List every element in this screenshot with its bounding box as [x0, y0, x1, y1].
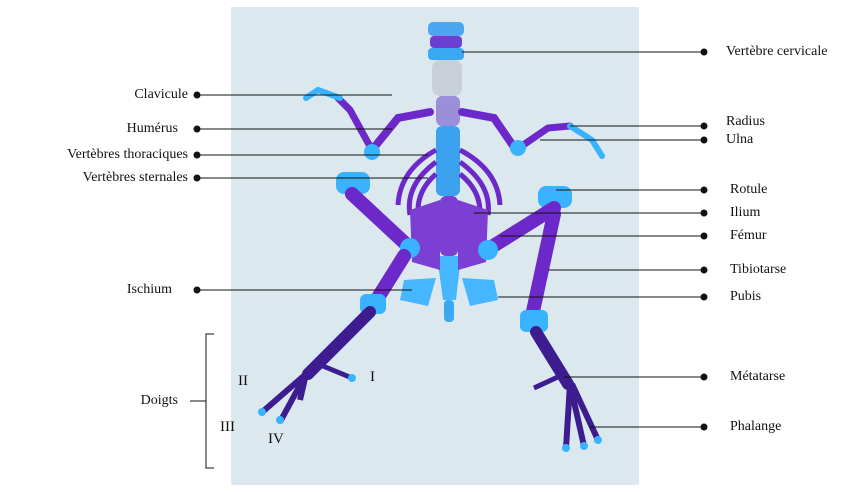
digit-numeral-iii: III: [220, 420, 235, 435]
label-vertebres-thoraciques: Vertèbres thoraciques: [4, 148, 188, 162]
label-clavicule: Clavicule: [60, 88, 188, 102]
label-humerus: Humérus: [60, 122, 178, 136]
label-femur: Fémur: [730, 229, 767, 243]
label-phalange: Phalange: [730, 420, 781, 434]
label-rotule: Rotule: [730, 183, 767, 197]
label-ulna: Ulna: [726, 133, 753, 147]
label-pubis: Pubis: [730, 290, 761, 304]
label-doigts: Doigts: [60, 394, 178, 408]
digit-numeral-i: I: [370, 370, 375, 385]
label-metatarse: Métatarse: [730, 370, 785, 384]
label-vertebres-sternales: Vertèbres sternales: [4, 171, 188, 185]
digit-numeral-ii: II: [238, 374, 248, 389]
label-radius: Radius: [726, 115, 765, 129]
label-vertebre-cervicale: Vertèbre cervicale: [726, 45, 827, 59]
label-tibiotarse: Tibiotarse: [730, 263, 786, 277]
label-ischium: Ischium: [60, 283, 172, 297]
digit-numeral-iv: IV: [268, 432, 284, 447]
label-ilium: Ilium: [730, 206, 760, 220]
